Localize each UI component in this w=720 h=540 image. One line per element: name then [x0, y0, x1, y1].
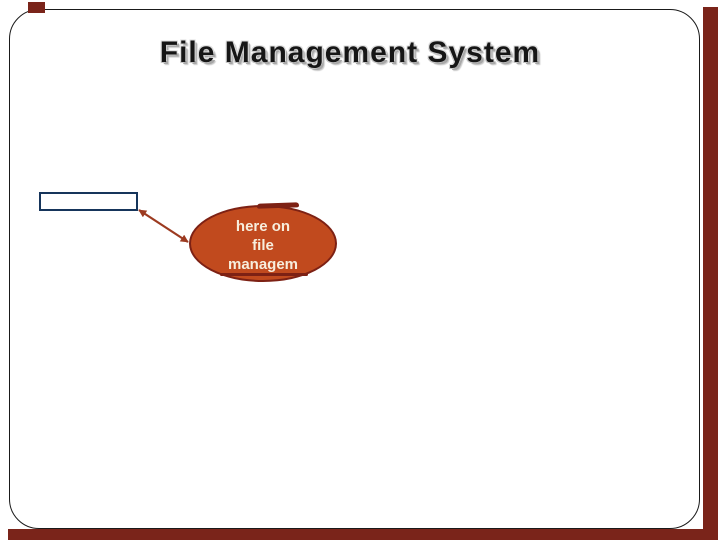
empty-rectangle-textbox[interactable]: [39, 192, 138, 211]
slide-title: File Management System: [159, 36, 541, 69]
double-arrow-connector: [138, 209, 189, 243]
callout-line-3: managem: [227, 256, 299, 273]
corner-tab: [28, 2, 45, 13]
clipped-text-fragment-bottom: [220, 273, 308, 276]
edge-accent-right: [703, 7, 718, 540]
click-here-ellipse[interactable]: here on file managem: [189, 205, 337, 282]
callout-text: here on file managem: [191, 217, 335, 274]
callout-line-1: here on: [235, 218, 291, 235]
slide-border: [9, 9, 700, 529]
edge-accent-bottom: [8, 529, 718, 540]
callout-line-2: file: [252, 237, 274, 254]
